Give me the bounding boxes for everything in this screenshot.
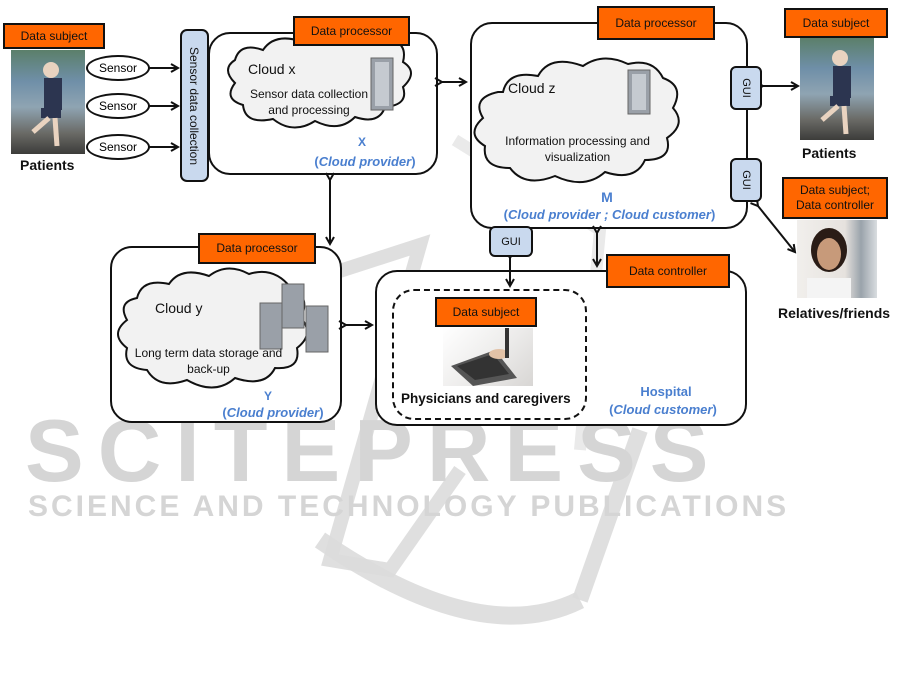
role-badge-data-processor-x: Data processor bbox=[293, 16, 410, 46]
role-line-2: Data controller bbox=[795, 198, 875, 212]
cloud-x-title: Cloud x bbox=[248, 61, 296, 77]
role-line-1: Data subject; bbox=[799, 183, 871, 197]
cloud-y-shape bbox=[117, 267, 308, 389]
cloud-x-role: (Cloud provider) bbox=[314, 154, 416, 169]
cloud-y-role: (Cloud provider) bbox=[222, 405, 324, 420]
person-icon bbox=[31, 62, 62, 147]
role-badge-data-subject-controller: Data subject;Data controller bbox=[782, 177, 888, 219]
hospital-role-text: Cloud customer bbox=[613, 402, 713, 417]
cloud-m-role-text: Cloud provider ; Cloud customer bbox=[508, 207, 711, 222]
cloud-x-letter: X bbox=[357, 135, 366, 149]
cloud-z-desc-line-2: visualization bbox=[544, 150, 611, 165]
laptop-icon bbox=[451, 328, 517, 386]
patient-photo-right bbox=[800, 38, 874, 140]
patients-label-right: Patients bbox=[802, 145, 857, 161]
gui-patients[interactable]: GUI bbox=[730, 66, 762, 110]
cloud-z-desc-line-1: Information processing and bbox=[505, 134, 650, 148]
gui-patients-label: GUI bbox=[740, 78, 752, 98]
cloud-m-letter: M bbox=[601, 189, 613, 205]
hospital-name: Hospital bbox=[640, 384, 692, 399]
cloud-x-role-text: Cloud provider bbox=[318, 154, 412, 169]
cloud-z-description: Information processing and visualization bbox=[495, 133, 660, 165]
cloud-y-letter: Y bbox=[263, 389, 272, 403]
role-badge-data-processor-m: Data processor bbox=[597, 6, 715, 40]
relatives-label: Relatives/friends bbox=[778, 305, 891, 321]
sensor-2: Sensor bbox=[86, 93, 150, 119]
sensor-data-collection-label: Sensor data collection bbox=[187, 46, 202, 165]
relatives-photo bbox=[797, 220, 877, 298]
gui-hospital-label: GUI bbox=[501, 235, 521, 248]
patients-label-left: Patients bbox=[20, 157, 75, 173]
physician-photo bbox=[443, 328, 533, 386]
patient-photo-left bbox=[11, 50, 85, 154]
cloud-y-description: Long term data storage and back-up bbox=[126, 345, 291, 377]
sensor-3: Sensor bbox=[86, 134, 150, 160]
sensor-1: Sensor bbox=[86, 55, 150, 81]
cloud-x-desc-line-1: Sensor data collection bbox=[249, 87, 369, 101]
gui-hospital[interactable]: GUI bbox=[489, 226, 533, 257]
server-icon-z bbox=[627, 69, 651, 115]
role-badge-data-subject-physicians: Data subject bbox=[435, 297, 537, 327]
hospital-role: (Cloud customer) bbox=[609, 402, 717, 417]
cloud-z-title: Cloud z bbox=[508, 80, 556, 96]
role-badge-data-controller-hospital: Data controller bbox=[606, 254, 730, 288]
role-badge-data-subject-patients: Data subject bbox=[3, 23, 105, 49]
gui-relatives-label: GUI bbox=[740, 170, 752, 190]
physicians-label: Physicians and caregivers bbox=[401, 391, 571, 406]
physicians-group bbox=[392, 289, 587, 420]
cloud-y-role-text: Cloud provider bbox=[226, 405, 320, 420]
cloud-m-role: (Cloud provider ; Cloud customer) bbox=[503, 207, 716, 222]
role-badge-data-subject-right: Data subject bbox=[784, 8, 888, 38]
sensor-data-collection-bar: Sensor data collection bbox=[180, 29, 209, 182]
role-badge-data-processor-y: Data processor bbox=[198, 233, 316, 264]
gui-relatives[interactable]: GUI bbox=[730, 158, 762, 202]
person-icon bbox=[820, 50, 851, 135]
cloud-y-desc-line-1: Long term data storage and bbox=[134, 346, 283, 360]
watermark-subtitle: SCIENCE AND TECHNOLOGY PUBLICATIONS bbox=[28, 490, 790, 523]
person-icon bbox=[807, 228, 851, 298]
cloud-y-desc-line-2: back-up bbox=[187, 362, 230, 377]
cloud-y-title: Cloud y bbox=[155, 300, 203, 316]
cloud-x-desc-line-2: and processing bbox=[268, 103, 350, 118]
server-icon-x bbox=[370, 57, 394, 111]
cloud-x-description: Sensor data collection and processing bbox=[244, 86, 374, 118]
server-icon-y bbox=[259, 283, 329, 353]
